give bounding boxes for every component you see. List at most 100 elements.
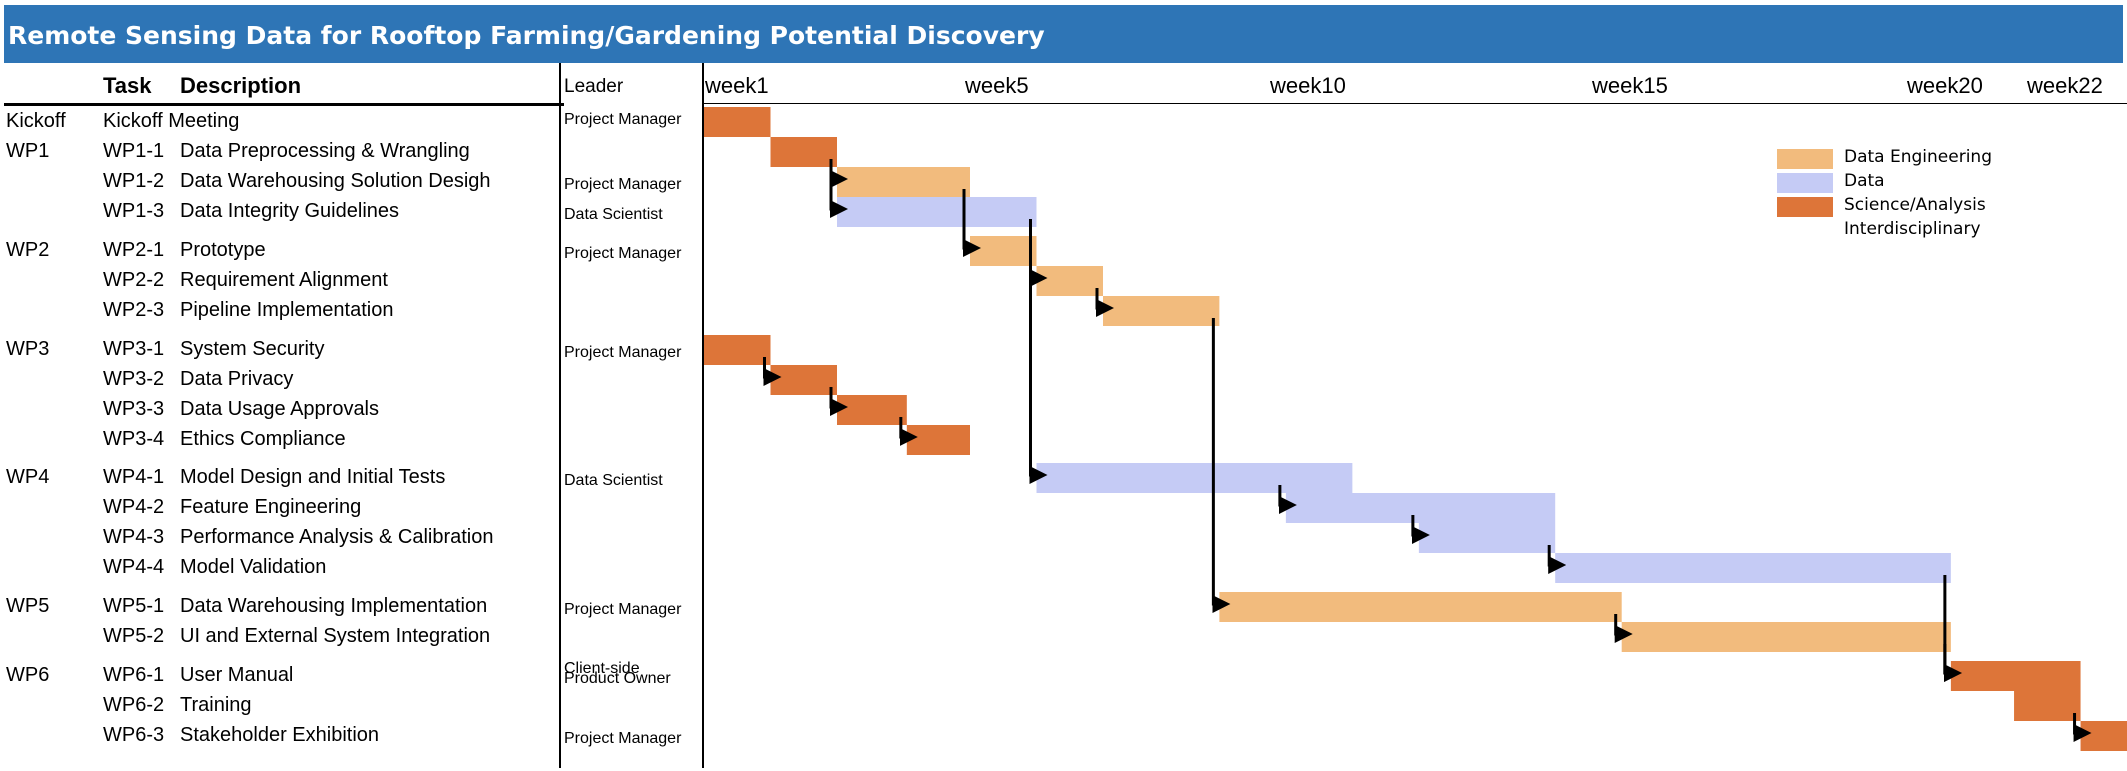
gantt-bar-kickoff-meeting — [704, 107, 771, 137]
legend-item: Interdisciplinary — [1777, 219, 2127, 243]
row-group-label: WP1 — [6, 140, 50, 162]
legend-label: Data Engineering — [1844, 147, 1992, 167]
gantt-bar-wp1-2 — [837, 167, 970, 197]
row-task-id: WP4-4 — [103, 556, 165, 578]
row-description: Data Warehousing Solution Desigh — [180, 170, 491, 192]
week-label-15: week15 — [1592, 73, 1668, 98]
week-label-1: week1 — [705, 73, 769, 98]
gantt-bar-wp3-4 — [906, 425, 970, 455]
row-description: Model Validation — [180, 556, 327, 578]
legend-item: Science/Analysis — [1777, 195, 2127, 219]
row-description: Feature Engineering — [180, 496, 362, 518]
gantt-bar-wp5-2 — [1621, 622, 1951, 652]
row-description: Prototype — [180, 239, 266, 261]
week-label-20: week20 — [1907, 73, 1983, 98]
row-group-label: WP2 — [6, 239, 50, 261]
leader-column-header: Leader — [564, 76, 624, 97]
row-description: Model Design and Initial Tests — [180, 466, 446, 488]
gantt-bar-wp6-2 — [2014, 691, 2081, 721]
dependency-arrow-wp3-1-to-wp3-2 — [763, 357, 782, 386]
row-task-id: WP4-1 — [103, 466, 165, 488]
row-leader: Project Manager — [564, 730, 682, 747]
row-description: Data Warehousing Implementation — [180, 595, 488, 617]
row-description: UI and External System Integration — [180, 625, 491, 647]
legend-label: Science/Analysis — [1844, 195, 1986, 215]
legend-item: Data — [1777, 171, 2127, 195]
legend-label: Interdisciplinary — [1844, 219, 1981, 239]
kickoff-leader: Project Manager — [564, 111, 682, 128]
gantt-bar-wp3-3 — [837, 395, 907, 425]
row-description: Data Preprocessing & Wrangling — [180, 140, 470, 162]
dependency-arrow-wp2-1-to-wp2-2 — [1029, 258, 1048, 287]
legend-label: Data — [1844, 171, 1885, 191]
row-description: Kickoff Meeting — [103, 110, 240, 132]
legend-item: Data Engineering — [1777, 147, 2127, 171]
gantt-bar-wp3-1 — [704, 335, 771, 365]
dependency-arrow-wp1-2-to-wp2-1 — [962, 189, 981, 257]
row-leader: Project Manager — [564, 601, 682, 618]
gantt-bar-wp5-1 — [1219, 592, 1622, 622]
gantt-bar-wp4-1 — [1036, 463, 1353, 493]
row-group-label: WP6 — [6, 664, 50, 686]
wp6-client-side-leader: Client-side — [564, 660, 640, 677]
gantt-bar-wp4-4 — [1555, 553, 1951, 583]
row-description: Performance Analysis & Calibration — [180, 526, 494, 548]
row-task-id: WP6-3 — [103, 724, 165, 746]
dependency-arrow-wp3-3-to-wp3-4 — [899, 417, 918, 446]
row-description: Training — [180, 694, 252, 716]
legend-swatch-data — [1777, 173, 1833, 193]
row-task-id: WP5-1 — [103, 595, 165, 617]
row-description: System Security — [180, 338, 325, 360]
row-leader: Project Manager — [564, 344, 682, 361]
chart-title: Remote Sensing Data for Rooftop Farming/… — [8, 21, 1045, 50]
gantt-bar-wp6-1 — [1950, 661, 2081, 691]
leader-column-divider — [559, 63, 561, 768]
row-task-id: WP1-3 — [103, 200, 165, 222]
row-task-id: WP3-4 — [103, 428, 165, 450]
row-leader: Data Scientist — [564, 472, 663, 489]
row-description: Data Usage Approvals — [180, 398, 380, 420]
dependency-arrow-wp4-1-to-wp4-2 — [1278, 485, 1297, 514]
row-task-id: WP1-1 — [103, 140, 165, 162]
task-column-header: Task — [103, 73, 152, 98]
legend-swatch-data_engineering — [1777, 149, 1833, 169]
dependency-arrow-wp3-2-to-wp3-3 — [829, 387, 848, 416]
row-leader: Project Manager — [564, 245, 682, 262]
row-description: Ethics Compliance — [180, 428, 346, 450]
gantt-bar-wp4-2 — [1285, 493, 1556, 523]
row-leader: Product Owner — [564, 670, 671, 687]
row-group-label: WP4 — [6, 466, 50, 488]
row-task-id: WP3-1 — [103, 338, 165, 360]
title-bar: Remote Sensing Data for Rooftop Farming/… — [4, 5, 2123, 63]
row-task-id: WP6-1 — [103, 664, 165, 686]
gantt-bar-wp1-1 — [770, 137, 837, 167]
row-task-id: WP4-3 — [103, 526, 165, 548]
row-leader: Data Scientist — [564, 206, 663, 223]
row-description: Stakeholder Exhibition — [180, 724, 380, 746]
row-task-id: WP3-2 — [103, 368, 165, 390]
row-task-id: WP5-2 — [103, 625, 165, 647]
gantt-bar-wp1-3 — [837, 197, 1037, 227]
row-leader: Project Manager — [564, 176, 682, 193]
gantt-bar-wp2-3 — [1103, 296, 1220, 326]
dependency-arrow-wp2-2-to-wp2-3 — [1095, 288, 1114, 317]
row-description: Data Integrity Guidelines — [180, 200, 400, 222]
gantt-column-divider — [702, 63, 704, 768]
dependency-arrow-wp4-2-to-wp4-3 — [1411, 515, 1430, 544]
row-task-id: WP2-3 — [103, 299, 165, 321]
header-rule — [4, 103, 564, 106]
dependency-arrow-wp5-2-to-wp6-1 — [1943, 644, 1962, 682]
row-task-id: WP2-1 — [103, 239, 165, 261]
row-task-id: WP1-2 — [103, 170, 165, 192]
row-group-label: Kickoff — [6, 110, 66, 132]
gantt-bar-wp2-1 — [970, 236, 1037, 266]
legend-swatch-science — [1777, 197, 1833, 217]
row-description: Data Privacy — [180, 368, 294, 390]
gantt-bar-wp2-2 — [1036, 266, 1103, 296]
row-task-id: WP3-3 — [103, 398, 165, 420]
row-task-id: WP2-2 — [103, 269, 165, 291]
dependency-arrow-wp1-1-to-wp1-3 — [829, 159, 848, 218]
dependency-arrow-wp5-1-to-wp5-2 — [1614, 614, 1633, 643]
gantt-header-rule — [703, 103, 2127, 104]
